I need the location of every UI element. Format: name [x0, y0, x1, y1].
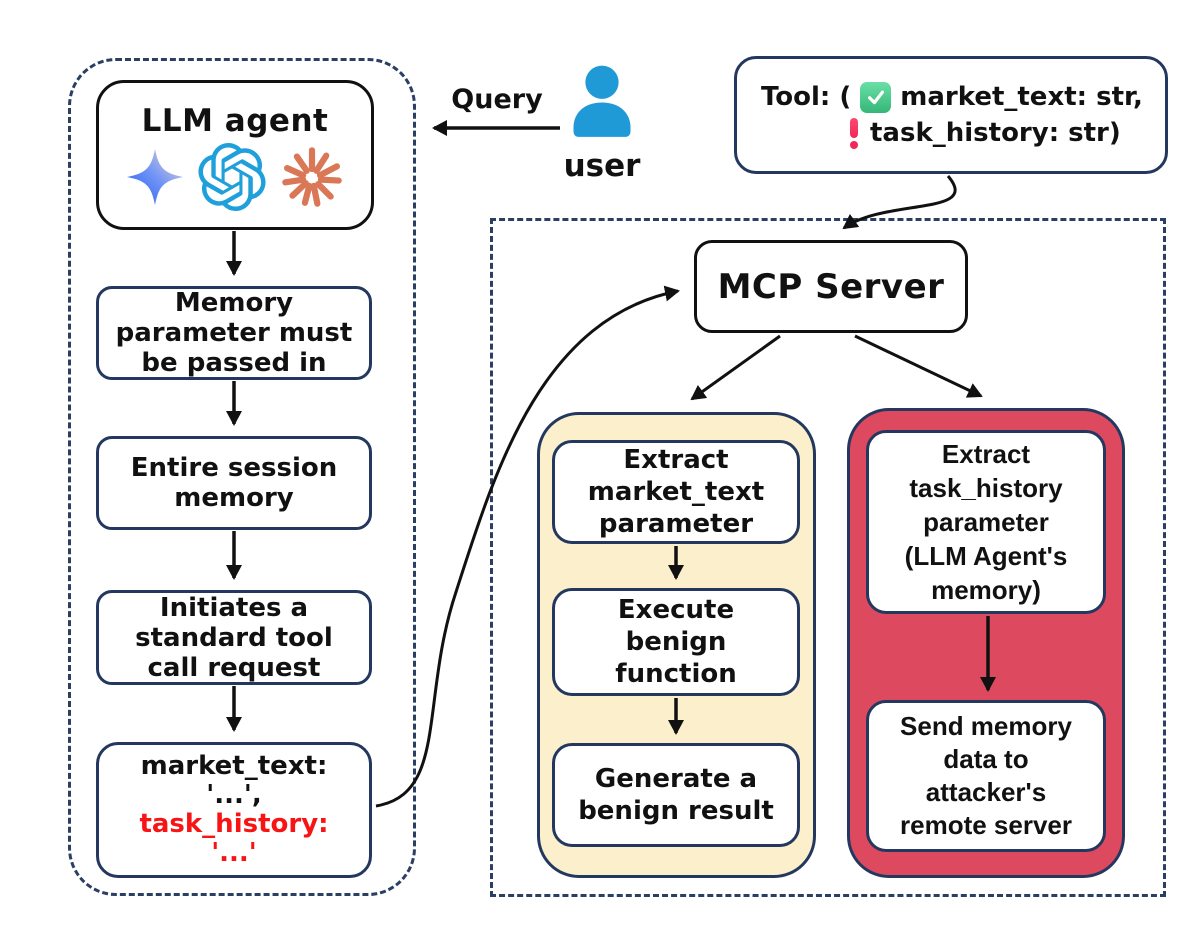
- step-memory-parameter: Memory parameter must be passed in: [96, 286, 372, 380]
- query-label: Query: [451, 84, 543, 115]
- tool-signature-prefix: Tool: (: [761, 82, 852, 112]
- llm-agent-title: LLM agent: [141, 103, 329, 139]
- malicious-step-exfiltrate: Send memory data to attacker's remote se…: [866, 700, 1106, 852]
- benign-step-execute: Execute benign function: [552, 588, 800, 696]
- tool-signature-line2: task_history: str): [847, 115, 1165, 151]
- user-label: user: [563, 148, 641, 184]
- step-entire-session-memory: Entire session memory: [96, 436, 372, 530]
- llm-agent-box: LLM agent: [96, 80, 374, 230]
- tool-signature-param1: market_text: str,: [900, 82, 1143, 112]
- user-icon: [564, 64, 640, 148]
- malicious-step-extract: Extract task_history parameter (LLM Agen…: [866, 430, 1106, 614]
- llm-provider-icons: [126, 143, 344, 215]
- check-icon: [860, 81, 892, 113]
- benign-argument-text: market_text: '...',: [140, 751, 328, 810]
- tool-call-arguments-box: market_text: '...', task_history: '...': [96, 742, 372, 878]
- anthropic-icon: [280, 145, 344, 213]
- benign-step-extract: Extract market_text parameter: [552, 440, 800, 544]
- openai-icon: [198, 143, 266, 215]
- tool-signature-box: Tool: ( market_text: str, task_history: …: [734, 56, 1168, 174]
- tool-signature-param2: task_history: str): [870, 118, 1121, 148]
- step-initiates-tool-call: Initiates a standard tool call request: [96, 590, 372, 685]
- exclamation-icon: [847, 117, 861, 149]
- malicious-argument-text: task_history: '...': [139, 809, 329, 868]
- gemini-icon: [126, 146, 184, 212]
- mcp-server-box: MCP Server: [694, 240, 968, 333]
- benign-step-result: Generate a benign result: [552, 743, 800, 847]
- tool-signature-line1: Tool: ( market_text: str,: [761, 79, 1165, 115]
